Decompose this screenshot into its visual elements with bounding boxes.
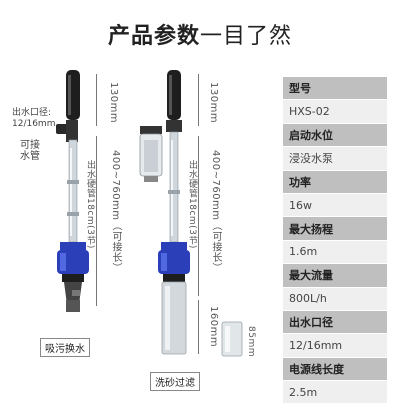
spec-header-row: 最大流量 — [283, 263, 387, 288]
spec-header-row: 出水口径 — [283, 310, 387, 335]
left-caption: 吸污换水 — [40, 338, 90, 357]
spec-value: 800L/h — [283, 287, 387, 311]
siphon-product-image — [56, 70, 89, 312]
spec-value: 浸没水泵 — [283, 146, 387, 171]
spec-header-row: 电源线长度 — [283, 357, 387, 382]
spec-value: HXS-02 — [283, 99, 387, 124]
right-dim-small: 85mm — [246, 326, 256, 357]
spec-value: 16w — [283, 193, 387, 218]
right-hose-note: 出水硬管18cm(3节) — [187, 160, 197, 249]
spec-value-row: HXS-02 — [283, 99, 387, 124]
gravel-washer-product-image — [139, 70, 243, 357]
page-title: 产品参数一目了然 — [107, 24, 293, 49]
spec-label: 最大扬程 — [283, 216, 387, 241]
spec-header-row: 启动水位 — [283, 123, 387, 148]
spec-value-row: 浸没水泵 — [283, 146, 387, 171]
spec-value: 2.5m — [283, 380, 387, 404]
right-dim-top: 130mm — [208, 82, 219, 124]
left-hose-note: 出水硬管18cm(3节) — [85, 160, 95, 249]
spec-value-row: 1.6m — [283, 240, 387, 265]
spec-label: 出水口径 — [283, 310, 387, 335]
spec-label: 电源线长度 — [283, 357, 387, 382]
spec-value: 12/16mm — [283, 333, 387, 358]
right-dim-line-bottom — [198, 300, 199, 354]
right-caption: 洗砂过滤 — [150, 372, 200, 391]
spec-label: 最大流量 — [283, 263, 387, 288]
right-dim-bottom: 160mm — [208, 306, 219, 348]
spec-value: 1.6m — [283, 240, 387, 265]
left-dim-mid: 400~760mm（可接长） — [110, 150, 121, 274]
spec-label: 型号 — [283, 77, 387, 101]
spec-value-row: 12/16mm — [283, 333, 387, 358]
left-dim-line-top — [96, 74, 97, 126]
right-dim-mid: 400~760mm（可接长） — [210, 150, 221, 274]
left-dim-line-mid — [96, 136, 97, 306]
spec-value-row: 800L/h — [283, 287, 387, 311]
spec-value-row: 16w — [283, 193, 387, 218]
outlet-label: 出水口径:12/16mm — [12, 108, 56, 129]
spec-header-row: 功率 — [283, 170, 387, 194]
spec-header-row: 型号 — [283, 77, 387, 101]
right-dim-line-mid — [198, 136, 199, 296]
spec-value-row: 2.5m — [283, 380, 387, 404]
left-dim-top: 130mm — [108, 82, 119, 124]
spec-label: 启动水位 — [283, 123, 387, 148]
spec-label: 功率 — [283, 170, 387, 194]
connect-hose-label: 可接水管 — [20, 140, 40, 162]
spec-table: 型号 HXS-02 启动水位 浸没水泵 功率 16w 最大扬程 1.6m 最大流… — [283, 77, 387, 404]
spec-header-row: 最大扬程 — [283, 216, 387, 241]
right-dim-line-top — [198, 74, 199, 126]
